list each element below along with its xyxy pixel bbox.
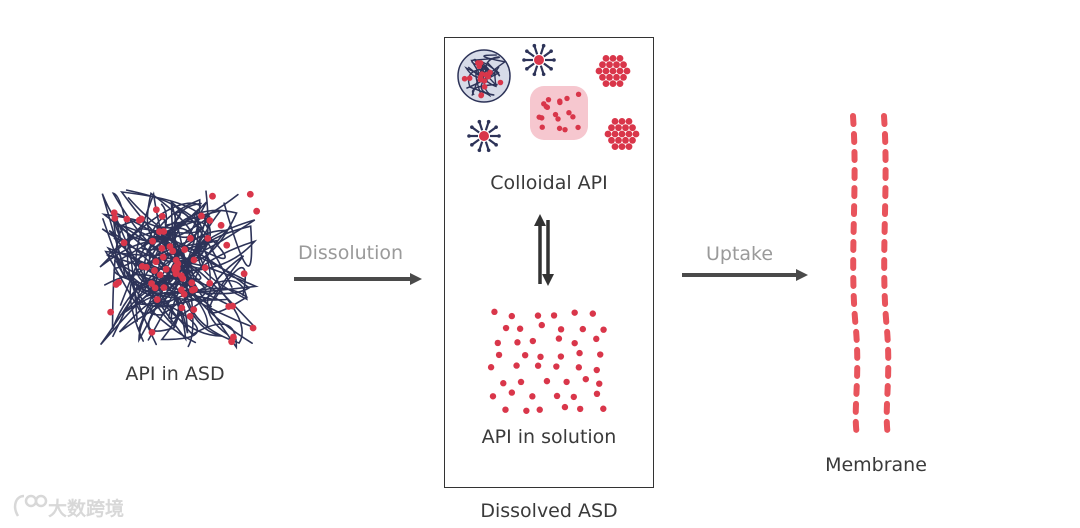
asd-drug-particles: [107, 190, 261, 346]
label-membrane: Membrane: [825, 454, 927, 476]
label-uptake: Uptake: [706, 243, 774, 265]
equilibrium-arrows: [534, 214, 554, 286]
asd-polymer-network: [99, 189, 259, 350]
polymer-drug-colloid: [457, 49, 511, 103]
uptake-arrow: [682, 269, 808, 281]
label-api-in-solution: API in solution: [481, 426, 617, 448]
watermark: 大数跨境: [14, 494, 124, 521]
watermark-text: 大数跨境: [48, 498, 125, 520]
dissolution-arrow: [294, 273, 422, 285]
dissolved-drug-molecules: [487, 308, 607, 414]
drug-crystal-clusters: [595, 55, 640, 151]
label-dissolved-asd: Dissolved ASD: [480, 500, 618, 522]
watermark-logo-icon: [13, 494, 48, 517]
membrane-bilayer: [850, 113, 892, 439]
micelles: [467, 43, 556, 153]
drug-nanodroplet: [530, 86, 588, 140]
label-api-in-asd: API in ASD: [125, 363, 225, 385]
label-dissolution: Dissolution: [298, 242, 404, 264]
dissolved-asd-panel: [444, 37, 654, 488]
label-colloidal-api: Colloidal API: [490, 172, 608, 194]
